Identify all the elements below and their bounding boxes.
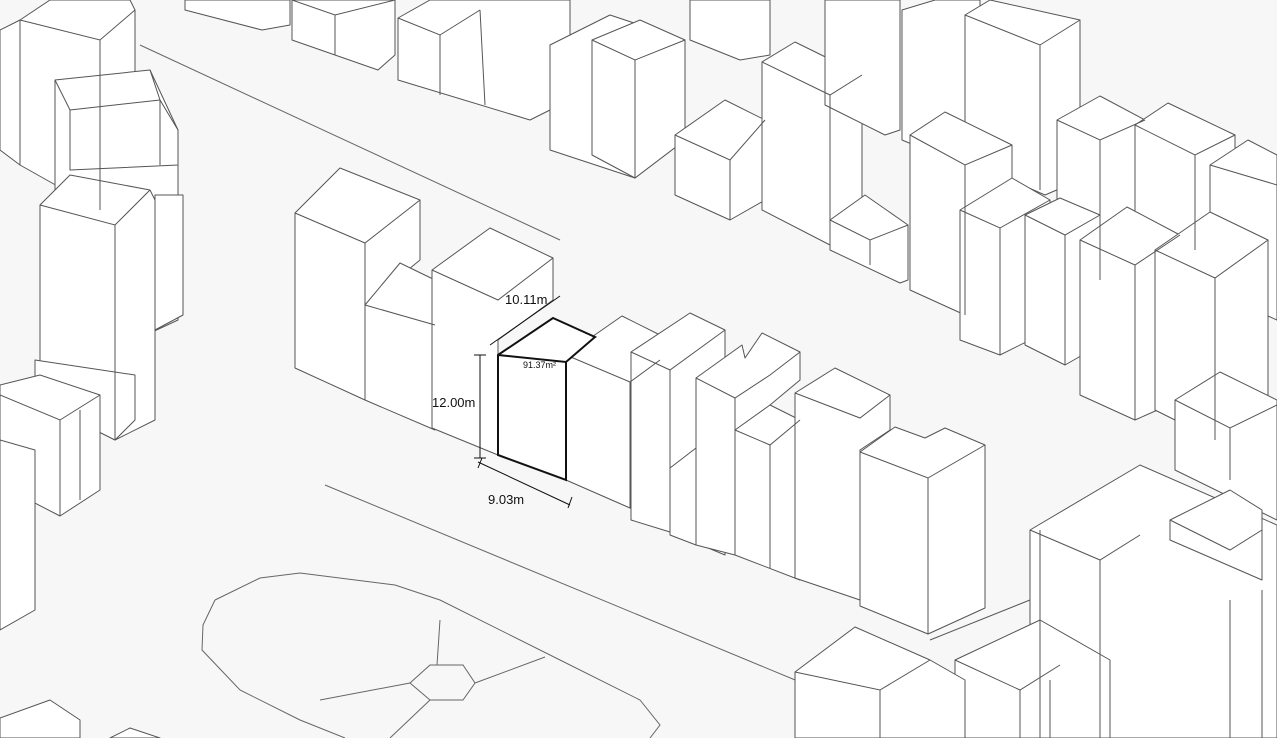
width-dimension-label: 9.03m [488,492,524,507]
building-edge [0,394,101,516]
building-edge [1024,214,1101,365]
building [859,426,986,635]
street-curb-line [929,599,1031,641]
building [0,439,36,631]
building [1174,371,1277,521]
building-edge [734,419,801,568]
building-edge [909,134,1013,315]
building [734,404,801,581]
building [1169,489,1263,581]
width-dimension-line [477,457,573,509]
building [0,699,81,738]
building-edge [397,9,486,106]
building-edge [829,219,909,265]
building [689,0,771,61]
highlighted-building-edges [497,336,596,480]
building-edge [1169,519,1263,551]
building-edge [695,351,801,430]
building [69,99,179,171]
building-edge [794,659,931,738]
plaza-paths [319,619,546,738]
street-curb-line [324,484,801,683]
street-curb-line [139,44,561,241]
building [695,332,801,556]
building-edge [291,0,396,55]
building [794,367,891,601]
building-edge [54,69,161,170]
height-dimension-label: 12.00m [432,395,475,410]
building-edge [39,189,151,440]
building [154,194,184,331]
building-edge [364,304,436,326]
building-edge [954,659,1061,738]
plaza-outline [201,572,661,738]
building-edge [1209,164,1277,186]
building-edge [1079,234,1181,420]
building [291,0,396,71]
building [184,0,291,31]
building-edge [794,392,891,419]
building [0,19,21,166]
floor-area-label: 91.37m² [523,360,556,370]
building [824,0,901,136]
building [109,727,161,738]
building-edge [1056,119,1146,280]
building-edge [19,9,136,210]
building-edge [565,354,661,508]
building-edge [1174,399,1277,480]
building-edge [1029,529,1263,738]
building-edge [431,257,554,301]
building-edge [1134,124,1236,250]
building-edge [964,14,1081,190]
depth-dimension-label: 10.11m [505,292,547,307]
building-edge [674,119,766,220]
building-edge [591,39,686,178]
building-edge [294,199,421,305]
building-edge [630,329,726,532]
building-edge [859,444,986,634]
depth-dimension-line [489,295,561,346]
building [794,626,966,738]
building-edge [959,199,1051,355]
building-edge [1154,239,1269,440]
height-dimension-line [474,354,486,459]
